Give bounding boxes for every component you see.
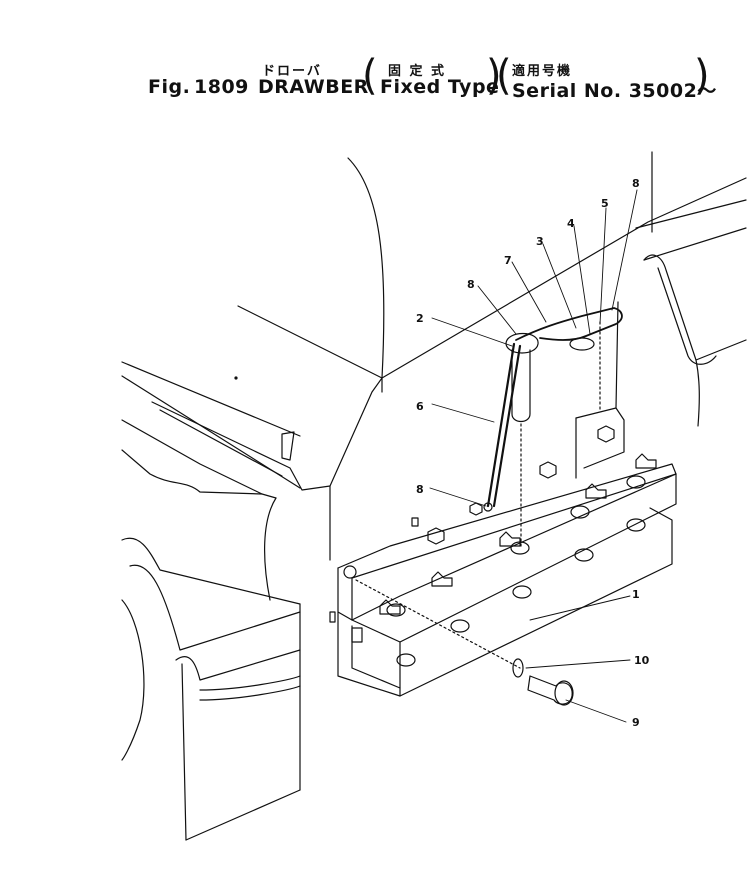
callout-5: 5	[601, 197, 609, 210]
fender-arc	[347, 157, 385, 379]
type-label: Fixed Type	[380, 76, 500, 98]
callout-9: 9	[632, 716, 640, 729]
bolt-hole	[574, 548, 594, 562]
upper-plate-thickness	[351, 473, 677, 643]
bolt-hole	[386, 603, 406, 617]
callout-2: 2	[416, 312, 424, 325]
jp-serial: 適用号機	[512, 64, 573, 79]
wing-nut	[379, 599, 401, 615]
wing-nut	[431, 571, 453, 587]
hex-nut	[539, 461, 557, 479]
callout-7: 7	[504, 254, 512, 267]
leader-8b	[611, 189, 638, 311]
stray-dot	[234, 376, 238, 380]
retainer-arm	[515, 307, 623, 341]
left-track-pad-3	[129, 564, 301, 651]
left-track-top	[121, 419, 277, 499]
chain-ring	[483, 502, 493, 512]
frame-edge-upper	[121, 361, 301, 437]
left-track-curve	[121, 599, 145, 761]
leader-9	[565, 699, 627, 723]
jp-type: 固 定 式	[388, 64, 447, 79]
mount-flange	[575, 407, 625, 469]
callout-8a: 8	[467, 278, 475, 291]
leader-7	[511, 261, 547, 323]
small-stud	[411, 517, 419, 527]
frame-top-plane	[237, 177, 747, 379]
bolt-axis	[355, 579, 521, 669]
upper-plate-edge	[351, 473, 677, 579]
left-track-link-2	[199, 685, 301, 701]
callout-10: 10	[634, 654, 650, 667]
chain	[486, 342, 522, 508]
left-bracket	[151, 377, 383, 491]
small-stud	[343, 565, 357, 579]
mount-flange-top	[615, 301, 619, 409]
leader-5	[599, 207, 607, 325]
open-paren-serial: (	[496, 51, 512, 101]
leader-8a	[477, 285, 517, 335]
leader-2	[431, 317, 513, 347]
left-track-link-1	[199, 675, 301, 691]
lock-washer	[512, 658, 524, 678]
hex-nut	[469, 502, 483, 516]
open-paren-type: (	[362, 51, 378, 101]
left-bracket-lip	[281, 431, 295, 461]
leader-8c	[429, 487, 487, 507]
hex-nut	[427, 527, 445, 545]
retainer-ring	[569, 337, 595, 351]
right-guard-top	[643, 227, 747, 261]
hex-nut	[597, 425, 615, 443]
leader-3	[542, 243, 577, 329]
wing-nut	[585, 483, 607, 499]
wing-nut	[499, 531, 521, 547]
upper-plate-top	[337, 463, 677, 621]
lower-plate-top	[337, 507, 673, 697]
bolt-hole	[626, 518, 646, 532]
bolt-hole	[570, 505, 590, 519]
drawbar-pin	[511, 349, 531, 423]
callout-3: 3	[536, 235, 544, 248]
page-title: DRAWBER	[258, 76, 369, 98]
leader-10	[525, 659, 631, 669]
left-track-link-3	[264, 497, 277, 601]
leader-6	[431, 403, 495, 423]
left-bracket-inner	[159, 409, 283, 477]
bolt-stub	[351, 627, 363, 643]
callout-8c: 8	[416, 483, 424, 496]
callout-4: 4	[567, 217, 575, 230]
jp-title: ドローバ	[262, 64, 322, 79]
right-guard-outer	[635, 199, 747, 229]
upper-plate-front	[337, 567, 353, 621]
fig-number: 1809	[194, 76, 249, 98]
callout-1: 1	[632, 588, 640, 601]
bolt-hole	[626, 475, 646, 489]
lower-plate-inner	[351, 625, 401, 689]
left-track-base	[185, 789, 301, 841]
close-paren-type: )	[486, 51, 502, 101]
right-guard-body	[643, 254, 747, 361]
bolt-hole	[450, 619, 470, 633]
left-track-pad-1	[121, 449, 263, 495]
callout-6: 6	[416, 400, 424, 413]
exploded-bolt	[527, 675, 573, 705]
right-guard-inner	[657, 267, 717, 365]
bolt-hole	[512, 585, 532, 599]
left-track-grouser	[175, 649, 301, 681]
fig-label: Fig.	[148, 76, 191, 98]
left-track-pad-2	[121, 537, 301, 605]
serial-label: Serial No. 35002～	[512, 80, 717, 102]
bolt-hole	[396, 653, 416, 667]
right-guard-side	[695, 359, 700, 427]
leader-4	[573, 225, 591, 335]
small-stud	[329, 611, 336, 623]
bolt-head	[554, 680, 574, 706]
left-track-lower	[181, 663, 187, 841]
wing-nut	[635, 453, 657, 469]
leader-1	[529, 595, 631, 621]
callout-8b: 8	[632, 177, 640, 190]
close-paren-serial: )	[694, 51, 710, 101]
